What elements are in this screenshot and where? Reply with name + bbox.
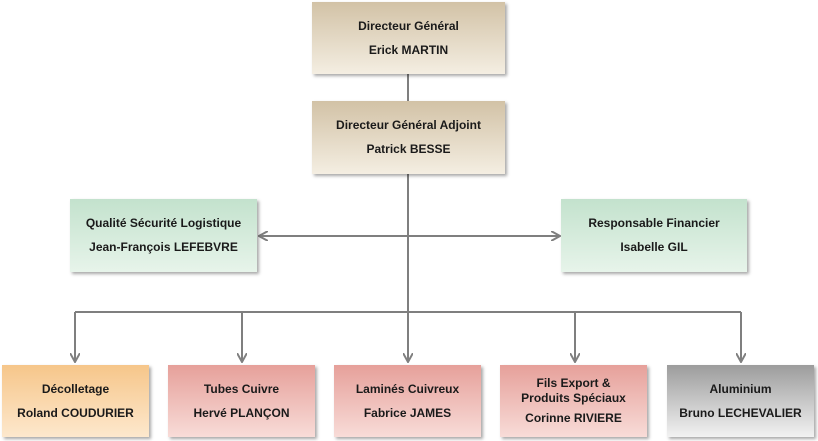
node-title: Directeur Général Adjoint	[336, 118, 481, 132]
node-person: Corinne RIVIERE	[525, 411, 622, 425]
node-fils-export-produits-speciaux: Fils Export & Produits Spéciaux Corinne …	[500, 365, 647, 437]
node-person: Isabelle GIL	[620, 240, 688, 254]
node-responsable-financier: Responsable Financier Isabelle GIL	[561, 199, 747, 272]
node-person: Erick MARTIN	[368, 42, 449, 57]
node-tubes-cuivre: Tubes Cuivre Hervé PLANÇON	[168, 365, 315, 437]
node-person: Jean-François LEFEBVRE	[89, 240, 238, 254]
node-directeur-general-adjoint: Directeur Général Adjoint Patrick BESSE	[312, 101, 505, 174]
node-title: Directeur Général	[358, 18, 459, 33]
node-title: Laminés Cuivreux	[355, 381, 460, 396]
node-qualite-securite-logistique: Qualité Sécurité Logistique Jean-Françoi…	[70, 199, 257, 272]
node-lamines-cuivreux: Laminés Cuivreux Fabrice JAMES	[334, 365, 481, 437]
node-person: Fabrice JAMES	[363, 405, 452, 420]
node-title: Responsable Financier	[588, 216, 720, 230]
node-title: Tubes Cuivre	[203, 381, 280, 396]
node-person: Hervé PLANÇON	[193, 405, 290, 420]
node-title: Qualité Sécurité Logistique	[85, 216, 242, 230]
node-title: Aluminium	[709, 381, 772, 396]
node-person: Patrick BESSE	[366, 142, 451, 156]
node-title: Décolletage	[41, 381, 110, 396]
node-directeur-general: Directeur Général Erick MARTIN	[312, 2, 505, 74]
node-title: Fils Export & Produits Spéciaux	[521, 376, 626, 405]
node-person: Bruno LECHEVALIER	[679, 405, 802, 420]
node-aluminium: Aluminium Bruno LECHEVALIER	[667, 365, 814, 437]
node-decolletage: Décolletage Roland COUDURIER	[2, 365, 149, 437]
node-person: Roland COUDURIER	[17, 405, 134, 420]
